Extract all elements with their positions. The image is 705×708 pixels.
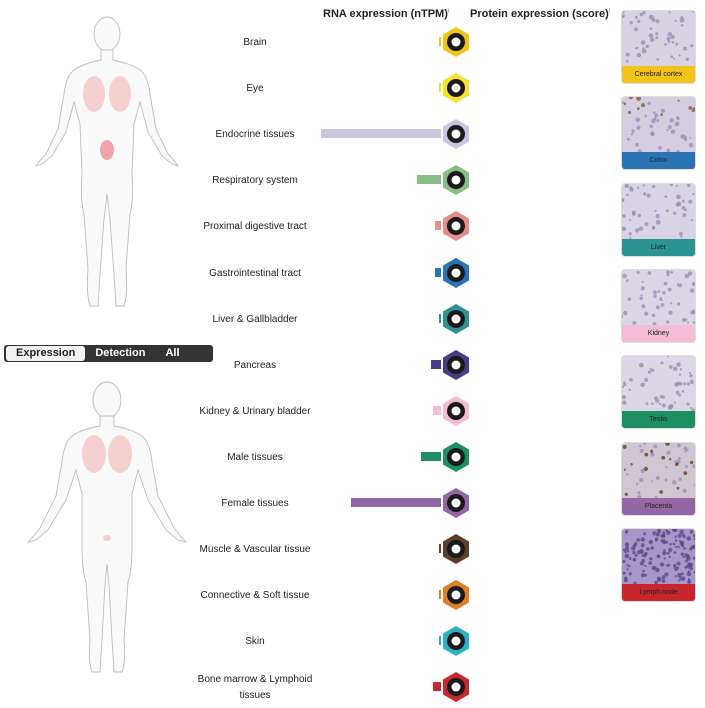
organ-label[interactable]: Respiratory system — [212, 175, 298, 187]
organ-row[interactable]: Eye — [0, 69, 470, 109]
eye-icon[interactable] — [442, 72, 470, 104]
organ-label[interactable]: Gastrointestinal tract — [209, 267, 301, 279]
rna-expression-bar[interactable] — [439, 544, 441, 554]
connective-icon[interactable] — [442, 579, 470, 611]
tissue-thumbnail[interactable]: Colon — [621, 96, 696, 171]
rna-expression-bar[interactable] — [420, 451, 441, 461]
organ-label[interactable]: Muscle & Vascular tissue — [199, 544, 311, 556]
female-icon[interactable] — [442, 487, 470, 519]
rna-expression-bar[interactable] — [431, 359, 441, 369]
organ-label[interactable]: Brain — [243, 37, 267, 48]
pancreas-icon[interactable] — [442, 349, 470, 381]
rna-info-icon[interactable]: i — [447, 8, 450, 15]
tissue-thumbnail[interactable]: Lymph node — [621, 527, 696, 602]
rna-expression-bar[interactable] — [439, 590, 441, 600]
rna-expression-bar[interactable] — [435, 267, 441, 277]
female-body-figure[interactable] — [22, 14, 192, 319]
organ-label[interactable]: Skin — [245, 636, 265, 648]
endocrine-icon[interactable] — [442, 118, 470, 150]
view-toggle: Expression Detection All organs — [4, 345, 213, 374]
rna-expression-bar[interactable] — [417, 175, 441, 185]
organ-label[interactable]: Liver & Gallbladder — [212, 313, 298, 325]
male-body-figure[interactable] — [22, 378, 192, 683]
organ-row[interactable]: Brain — [0, 23, 470, 63]
rna-expression-bar[interactable] — [439, 313, 441, 323]
organ-row[interactable]: Gastrointestinal tract — [0, 254, 470, 294]
tissue-caption: Colon — [622, 152, 695, 170]
rna-expression-bar[interactable] — [351, 498, 441, 507]
lungs-icon[interactable] — [442, 164, 470, 196]
organ-label[interactable]: Connective & Soft tissue — [200, 590, 310, 602]
protein-info-icon[interactable]: i — [608, 8, 611, 15]
rna-expression-bar[interactable] — [439, 37, 441, 46]
male-icon[interactable] — [442, 441, 470, 473]
stomach-icon[interactable] — [442, 257, 470, 289]
liver-icon[interactable] — [442, 303, 470, 335]
organ-row[interactable]: Pancreas — [0, 346, 470, 386]
kidney-icon[interactable] — [442, 395, 470, 427]
rna-expression-bar[interactable] — [432, 405, 441, 415]
organ-row[interactable]: Connective & Soft tissue — [0, 576, 470, 616]
tissue-caption: Testis — [622, 411, 695, 429]
brain-icon[interactable] — [442, 26, 470, 58]
tissue-thumbnail[interactable]: Kidney — [621, 268, 696, 343]
expression-tab[interactable]: Expression — [6, 346, 86, 361]
organ-row[interactable]: Female tissues — [0, 484, 470, 524]
heart-icon[interactable] — [442, 533, 470, 565]
tissue-caption: Lymph node — [622, 583, 695, 601]
tissue-caption: Liver — [622, 238, 695, 256]
head-icon[interactable] — [442, 210, 470, 242]
bone-marrow-icon[interactable] — [442, 671, 470, 703]
organ-row[interactable]: Bone marrow & Lymphoid tissues — [0, 668, 470, 708]
organ-label[interactable]: Kidney & Urinary bladder — [199, 405, 311, 417]
organ-label[interactable]: Female tissues — [221, 498, 289, 509]
tissue-thumbnail[interactable]: Cerebral cortex — [621, 10, 696, 84]
organ-label[interactable]: Endocrine tissues — [215, 129, 295, 141]
skin-icon[interactable] — [442, 625, 470, 657]
rna-expression-header: RNA expression (nTPM)i — [323, 8, 450, 20]
organ-label[interactable]: Proximal digestive tract — [203, 221, 307, 233]
all-organs-tab[interactable]: All organs — [165, 347, 203, 374]
tissue-caption: Placenta — [622, 497, 695, 515]
tissue-thumbnail[interactable]: Placenta — [621, 441, 696, 516]
tissue-caption: Kidney — [622, 324, 695, 342]
organ-label[interactable]: Male tissues — [227, 451, 283, 463]
organ-row[interactable]: Respiratory system — [0, 161, 470, 201]
organ-row[interactable]: Kidney & Urinary bladder — [0, 392, 470, 432]
organ-row[interactable]: Proximal digestive tract — [0, 207, 470, 247]
rna-expression-bar[interactable] — [439, 636, 441, 646]
tissue-thumbnail[interactable]: Testis — [621, 355, 696, 430]
organ-row[interactable]: Male tissues — [0, 438, 470, 478]
rna-expression-bar[interactable] — [321, 129, 441, 139]
organ-row[interactable]: Liver & Gallbladder — [0, 300, 470, 340]
detection-tab[interactable]: Detection — [95, 347, 146, 359]
rna-expression-bar[interactable] — [435, 221, 441, 231]
organ-label[interactable]: Eye — [246, 83, 264, 95]
tissue-caption: Cerebral cortex — [622, 66, 695, 83]
organ-label[interactable]: Bone marrow & Lymphoid tissues — [197, 674, 313, 702]
organ-label[interactable]: Pancreas — [233, 359, 277, 371]
rna-expression-bar[interactable] — [432, 682, 441, 692]
tissue-thumbnail[interactable]: Liver — [621, 182, 696, 257]
organ-row[interactable]: Endocrine tissues — [0, 115, 470, 155]
organ-row[interactable]: Skin — [0, 622, 470, 662]
organ-row[interactable]: Muscle & Vascular tissue — [0, 530, 470, 570]
rna-expression-bar[interactable] — [439, 83, 441, 93]
protein-expression-header: Protein expression (score)i — [470, 8, 611, 20]
